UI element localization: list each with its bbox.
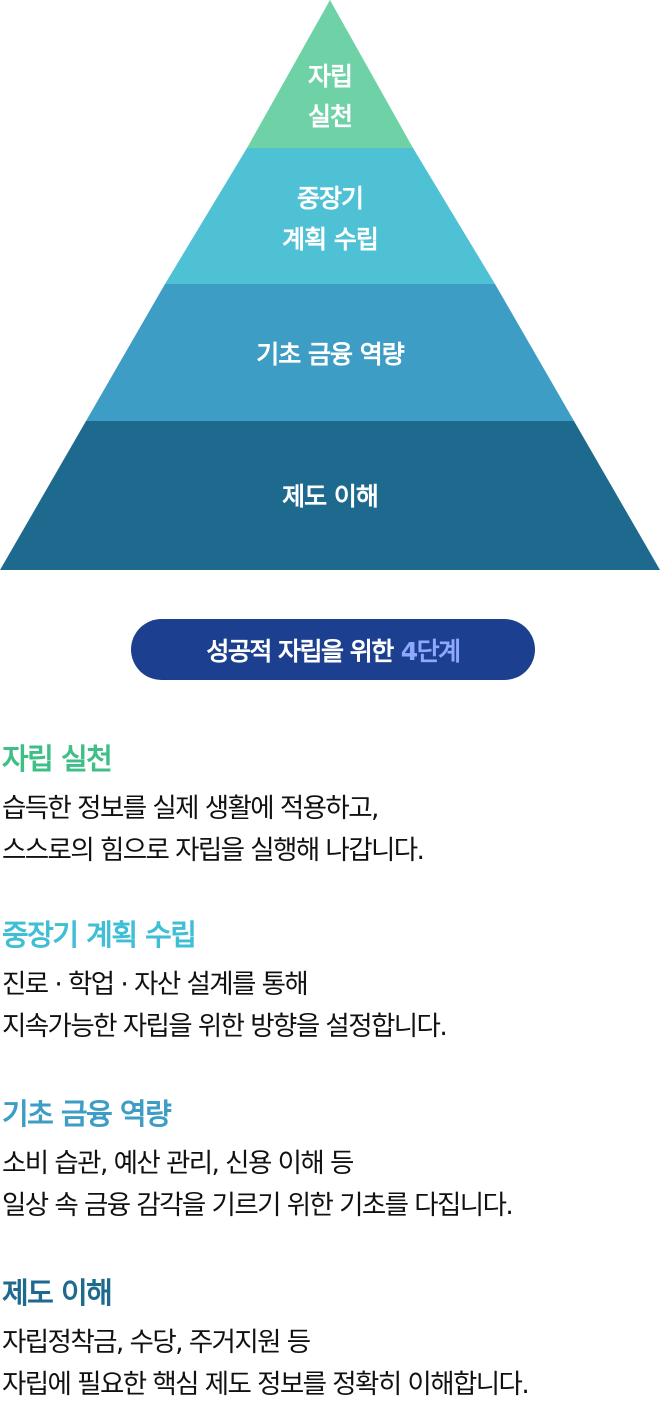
section-title: 자립 실천 (2, 742, 113, 776)
tier-1-label-line-1: 자립 (308, 62, 352, 91)
tier-2-label-line-2: 계획 수립 (282, 225, 378, 254)
pyramid-diagram: 자립 실천 중장기 계획 수립 기초 금융 역량 제도 이해 (0, 0, 660, 570)
badge-accent: 4단계 (400, 636, 461, 666)
pyramid-tier-1 (247, 0, 413, 148)
section-system-understanding: 제도 이해 자립정착금, 수당, 주거지원 등 자립에 필요한 핵심 제도 정보… (2, 1273, 658, 1406)
tier-3-label: 기초 금융 역량 (256, 340, 404, 369)
pyramid-tier-3 (86, 284, 574, 421)
section-long-term-planning: 중장기 계획 수립 진로 · 학업 · 자산 설계를 통해 지속가능한 자립을 … (2, 915, 658, 1048)
section-line-1: 자립정착금, 수당, 주거지원 등 (2, 1327, 311, 1358)
section-line-1: 습득한 정보를 실제 생활에 적용하고, (2, 793, 379, 824)
section-financial-literacy: 기초 금융 역량 소비 습관, 예산 관리, 신용 이해 등 일상 속 금융 감… (2, 1094, 658, 1227)
section-line-2: 스스로의 힘으로 자립을 실행해 나갑니다. (2, 835, 425, 866)
section-line-2: 일상 속 금융 감각을 기르기 위한 기초를 다집니다. (2, 1190, 514, 1221)
tier-1-label-line-2: 실천 (308, 102, 352, 131)
tier-2-label-line-1: 중장기 (297, 184, 363, 213)
section-title: 기초 금융 역량 (2, 1097, 172, 1131)
section-title: 제도 이해 (2, 1276, 113, 1310)
section-title: 중장기 계획 수립 (2, 918, 197, 952)
badge-text: 성공적 자립을 위한 (206, 636, 394, 666)
pyramid-tier-2 (165, 148, 495, 284)
pyramid-tier-4 (0, 421, 660, 570)
tier-4-label: 제도 이해 (282, 482, 378, 511)
section-line-1: 진로 · 학업 · 자산 설계를 통해 (2, 969, 309, 1000)
section-line-2: 지속가능한 자립을 위한 방향을 설정합니다. (2, 1011, 448, 1042)
section-self-practice: 자립 실천 습득한 정보를 실제 생활에 적용하고, 스스로의 힘으로 자립을 … (2, 739, 658, 872)
four-steps-badge: 성공적 자립을 위한 4단계 (131, 619, 535, 680)
section-line-2: 자립에 필요한 핵심 제도 정보를 정확히 이해합니다. (2, 1369, 530, 1400)
section-line-1: 소비 습관, 예산 관리, 신용 이해 등 (2, 1148, 354, 1179)
